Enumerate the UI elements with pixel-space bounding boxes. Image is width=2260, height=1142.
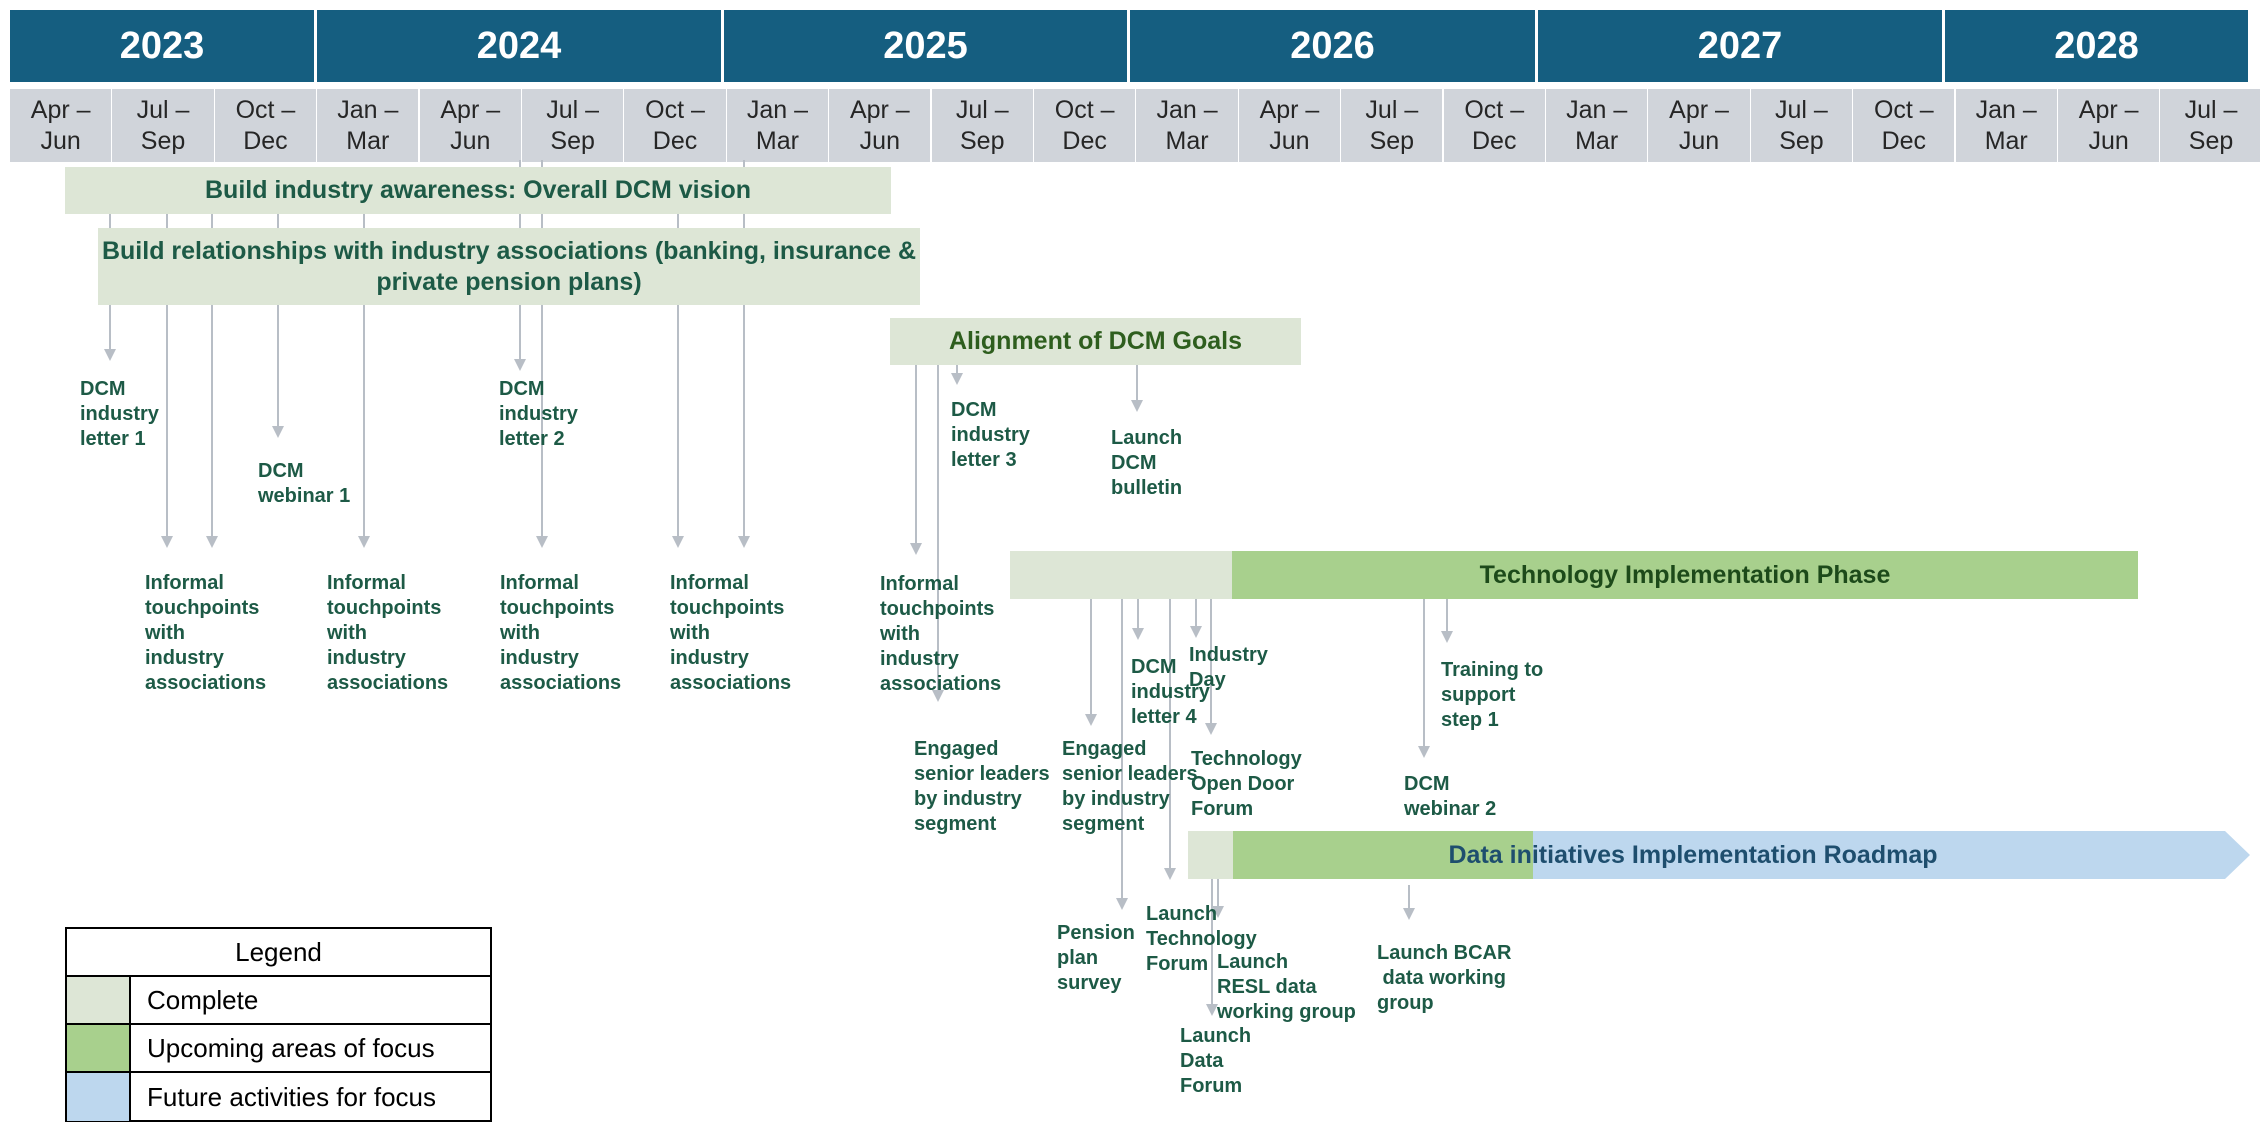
quarter-cell: Jul – Sep: [522, 89, 624, 162]
legend-row-upcoming: Upcoming areas of focus: [67, 1025, 490, 1073]
milestone-informal-touchpoints-2: Informal touchpoints with industry assoc…: [327, 572, 449, 694]
milestone-dcm-industry-letter-3: DCM industry letter 3: [951, 399, 1030, 471]
legend-title: Legend: [67, 929, 490, 977]
quarter-cell: Oct – Dec: [214, 89, 317, 162]
data-upcoming-segment: [1233, 831, 1533, 879]
quarter-cell: Jan – Mar: [317, 89, 419, 162]
quarter-cell: Oct – Dec: [1853, 89, 1955, 162]
quarter-cell: Jan – Mar: [726, 89, 829, 162]
quarter-cell: Jan – Mar: [1546, 89, 1648, 162]
milestone-launch-resl-data-working-group: Launch RESL data working group: [1217, 951, 1356, 1023]
quarter-cell: Apr – Jun: [1238, 89, 1341, 162]
year-2027: 2027: [1538, 10, 1942, 82]
quarter-cell: Jul – Sep: [2160, 89, 2260, 162]
alignment-bar: Alignment of DCM Goals: [890, 318, 1301, 365]
milestone-dcm-industry-letter-2: DCM industry letter 2: [499, 378, 578, 450]
data-roadmap-bar: Data initiatives Implementation Roadmap: [1188, 831, 2250, 879]
milestone-industry-day: Industry Day: [1189, 644, 1268, 691]
milestone-engaged-senior-leaders-1: Engaged senior leaders by industry segme…: [914, 738, 1050, 835]
technology-complete-segment: [1010, 551, 1232, 599]
relationships-bar: Build relationships with industry associ…: [98, 228, 920, 305]
quarter-cell: Jul – Sep: [931, 89, 1033, 162]
legend-label-future: Future activities for focus: [147, 1081, 436, 1112]
milestone-engaged-senior-leaders-2: Engaged senior leaders by industry segme…: [1062, 738, 1198, 835]
milestone-launch-data-forum: Launch Data Forum: [1180, 1025, 1252, 1097]
quarter-cell: Jan – Mar: [1955, 89, 2057, 162]
milestone-pension-plan-survey: Pension plan survey: [1057, 922, 1135, 994]
quarter-cell: Apr – Jun: [10, 89, 112, 162]
milestone-dcm-webinar-1: DCM webinar 1: [258, 460, 351, 507]
quarter-cell: Oct – Dec: [1443, 89, 1545, 162]
quarter-cell: Jul – Sep: [1341, 89, 1443, 162]
awareness-bar: Build industry awareness: Overall DCM vi…: [65, 167, 891, 214]
data-future-arrow: [1533, 831, 2250, 879]
year-2028: 2028: [1945, 10, 2248, 82]
quarter-cell: Oct – Dec: [624, 89, 726, 162]
legend-swatch-future: [67, 1073, 131, 1121]
quarter-cell: Apr – Jun: [829, 89, 931, 162]
data-complete-segment: [1188, 831, 1233, 879]
year-2025: 2025: [724, 10, 1127, 82]
year-2023: 2023: [10, 10, 314, 82]
technology-bar: Technology Implementation Phase: [1010, 551, 2138, 599]
technology-bar-label: Technology Implementation Phase: [1479, 560, 1891, 589]
milestone-launch-dcm-bulletin: Launch DCM bulletin: [1111, 427, 1183, 499]
quarter-cell: Apr – Jun: [419, 89, 521, 162]
legend: Legend Complete Upcoming areas of focus …: [65, 927, 492, 1122]
technology-upcoming-segment: [1232, 551, 2138, 599]
quarter-cell: Jan – Mar: [1136, 89, 1238, 162]
quarter-cell: Jul – Sep: [112, 89, 214, 162]
legend-label-upcoming: Upcoming areas of focus: [147, 1032, 435, 1063]
year-2026: 2026: [1130, 10, 1535, 82]
milestone-informal-touchpoints-1: Informal touchpoints with industry assoc…: [145, 572, 267, 694]
milestone-dcm-webinar-2: DCM webinar 2: [1404, 773, 1497, 820]
data-roadmap-label: Data initiatives Implementation Roadmap: [1448, 840, 1938, 869]
legend-row-complete: Complete: [67, 977, 490, 1025]
quarter-cell: Jul – Sep: [1750, 89, 1853, 162]
quarter-cell: Apr – Jun: [1648, 89, 1750, 162]
milestone-training-support-step-1: Training to support step 1: [1441, 659, 1544, 731]
legend-row-future: Future activities for focus: [67, 1073, 490, 1121]
milestone-informal-touchpoints-5: Informal touchpoints with industry assoc…: [880, 573, 1002, 695]
milestone-launch-bcar-data-working-group: Launch BCAR data working group: [1377, 942, 1512, 1014]
milestone-technology-open-door-forum: Technology Open Door Forum: [1191, 748, 1302, 820]
milestone-dcm-industry-letter-1: DCM industry letter 1: [80, 378, 159, 450]
legend-swatch-upcoming: [67, 1025, 131, 1071]
quarter-cell: Oct – Dec: [1034, 89, 1136, 162]
milestone-dcm-industry-letter-4: DCM industry letter 4: [1131, 656, 1210, 728]
legend-label-complete: Complete: [147, 984, 259, 1015]
year-2024: 2024: [317, 10, 721, 82]
milestone-informal-touchpoints-3: Informal touchpoints with industry assoc…: [500, 572, 622, 694]
quarter-cell: Apr – Jun: [2058, 89, 2160, 162]
milestone-launch-technology-forum: Launch Technology Forum: [1146, 903, 1257, 975]
milestone-informal-touchpoints-4: Informal touchpoints with industry assoc…: [670, 572, 792, 694]
legend-swatch-complete: [67, 977, 131, 1023]
